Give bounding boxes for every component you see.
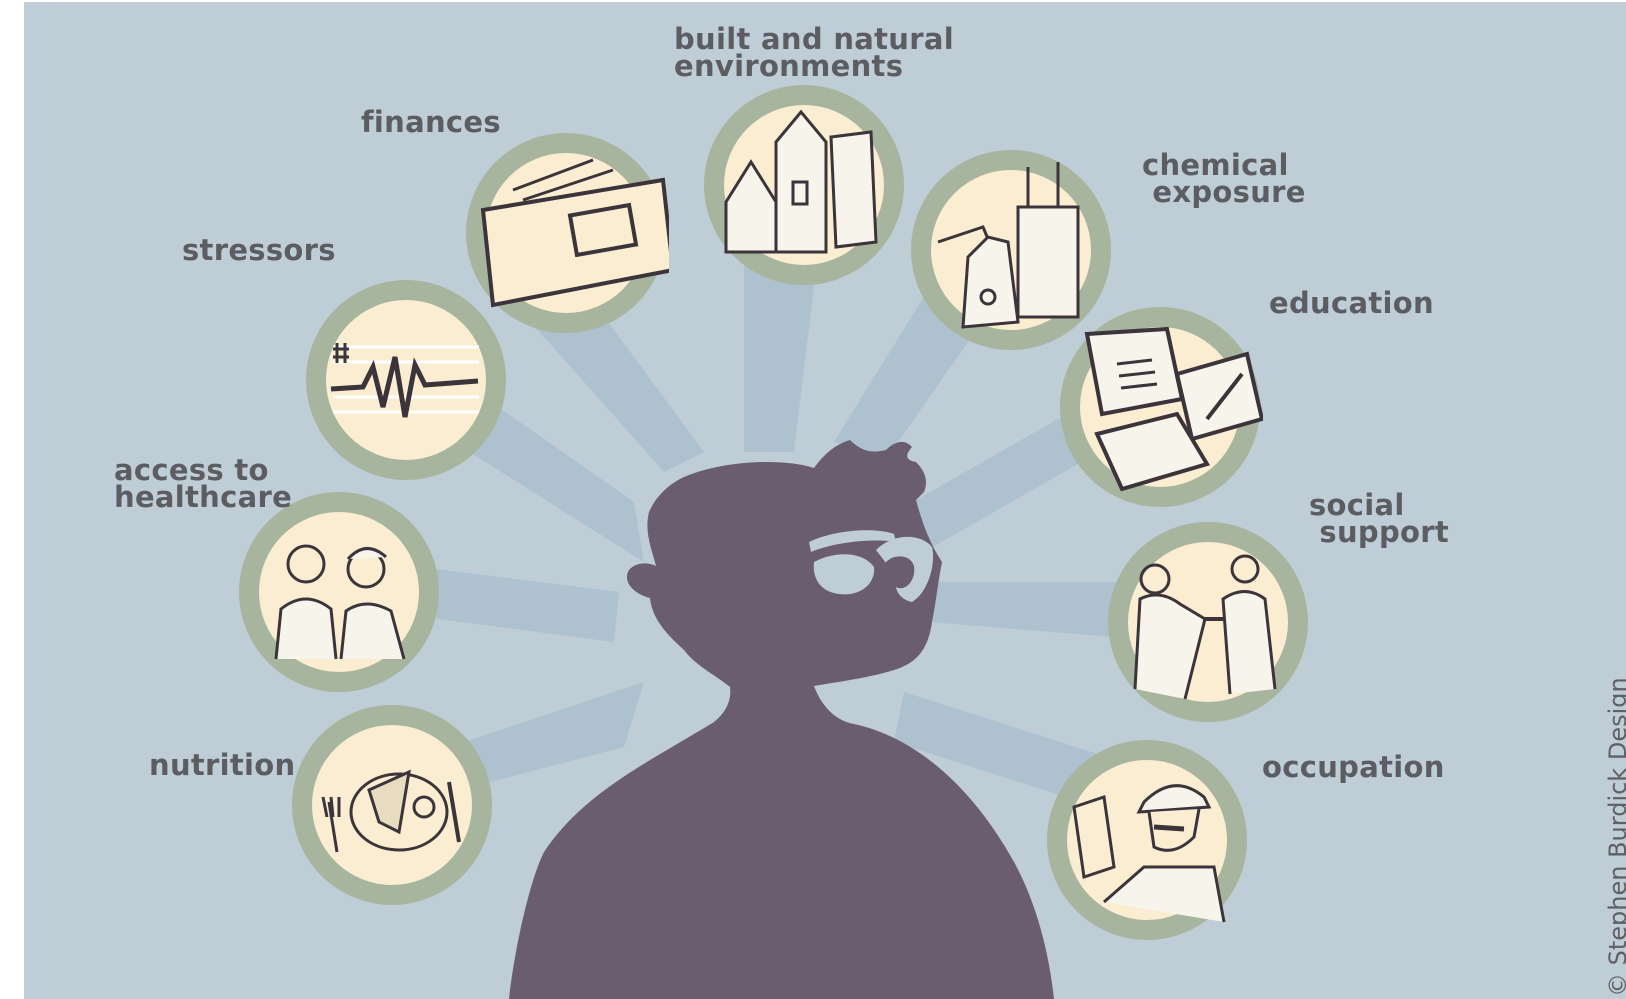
books-icon — [1057, 304, 1263, 510]
label-access-to-healthcare: access to healthcare — [114, 453, 293, 514]
handshake-icon — [1105, 519, 1311, 725]
worker-icon — [1044, 737, 1250, 943]
label-finances: finances — [361, 105, 501, 139]
label-occupation: occupation — [1262, 750, 1445, 784]
ray-access-to-healthcare — [379, 562, 619, 642]
doctor-nurse-icon — [236, 489, 442, 695]
label-stressors: stressors — [182, 233, 336, 267]
wallet-icon — [463, 130, 669, 336]
person-silhouette — [509, 440, 1054, 999]
plate-icon — [289, 702, 495, 908]
houses-icon — [701, 82, 907, 288]
label-chemical-exposure: chemical exposure — [1142, 148, 1306, 209]
label-education: education — [1269, 286, 1434, 320]
label-social-support: social support — [1309, 488, 1450, 549]
spray-bottle-factory-icon — [908, 147, 1114, 353]
diagram-canvas: nutrition access to healthcare stressors… — [24, 2, 1626, 999]
zigzag-stress-icon — [303, 277, 509, 483]
label-built-and-natural-environments: built and natural environments — [674, 22, 954, 83]
label-nutrition: nutrition — [149, 748, 296, 782]
copyright-credit: © Stephen Burdick Design — [1604, 677, 1626, 997]
